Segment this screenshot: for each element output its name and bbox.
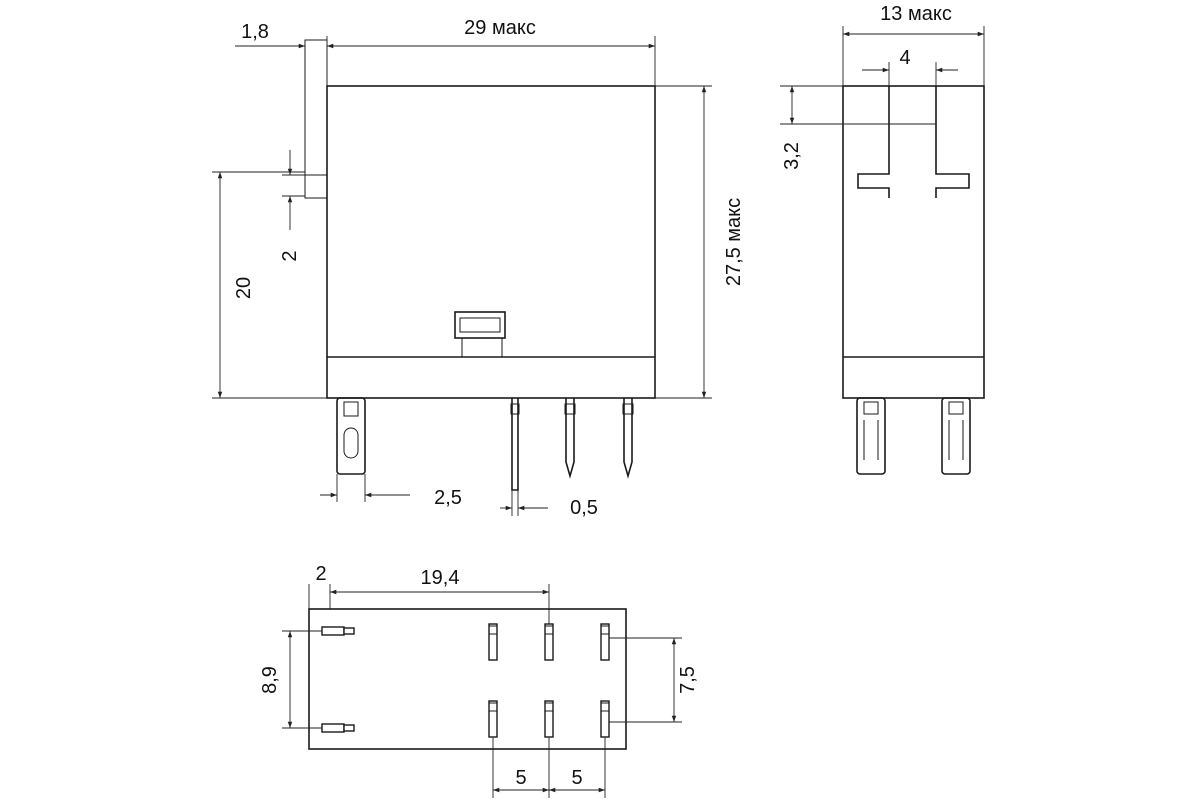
dim-body-height: 27,5 макс <box>655 85 745 399</box>
front-view: 13 макс 4 3,2 <box>780 3 985 475</box>
dim-side-pin-offset: 1,8 <box>235 21 305 49</box>
dim-bottom-col-spacing-b-label: 5 <box>571 767 582 789</box>
front-view-body <box>842 85 985 399</box>
dim-qc-terminal-width-label: 2,5 <box>434 487 462 509</box>
bottom-view: 19,4 2 8,9 7,5 5 5 <box>259 563 699 798</box>
dim-body-to-tab-label: 20 <box>233 277 255 299</box>
bottom-view-contact-pins <box>488 623 610 738</box>
side-view-body <box>326 85 656 399</box>
dim-bottom-edge-offset: 2 <box>308 563 327 609</box>
dim-bottom-coil-spacing-label: 8,9 <box>259 666 281 694</box>
dim-bottom-col-spacing-a-label: 5 <box>515 767 526 789</box>
side-view-latch-inner <box>459 317 501 333</box>
dim-qc-terminal-width: 2,5 <box>320 474 462 509</box>
side-view-latch-window <box>454 311 506 339</box>
bottom-view-body <box>308 608 627 750</box>
side-view-pcb-pins <box>510 398 634 491</box>
dim-tab-height-label: 2 <box>279 250 301 261</box>
dim-bottom-coil-spacing: 8,9 <box>259 630 322 729</box>
dim-front-width: 13 макс <box>842 3 985 86</box>
dim-bottom-edge-offset-label: 2 <box>315 563 326 585</box>
side-view: 29 макс 1,8 27,5 макс 20 2 <box>212 17 745 519</box>
dim-bottom-row-spacing: 7,5 <box>609 637 699 723</box>
dim-front-pin-offset: 3,2 <box>780 85 936 170</box>
dim-body-height-label: 27,5 макс <box>723 198 745 286</box>
side-view-latch-foot <box>461 337 503 358</box>
dim-bottom-pin-span-label: 19,4 <box>421 567 460 589</box>
dim-body-to-tab: 20 <box>212 171 327 399</box>
side-view-qc-terminal <box>336 397 366 475</box>
dim-pin-thickness: 0,5 <box>500 490 598 519</box>
dim-bottom-pin-span: 19,4 <box>329 567 550 624</box>
dim-pin-thickness-label: 0,5 <box>570 497 598 519</box>
dim-front-pin-offset-label: 3,2 <box>781 142 803 170</box>
bottom-view-coil-terminals <box>321 626 355 733</box>
dim-front-pin-spacing-label: 4 <box>899 47 910 69</box>
dim-front-pin-spacing: 4 <box>862 47 958 86</box>
front-view-contact-left <box>857 86 890 198</box>
front-view-contact-right <box>935 86 970 198</box>
front-view-pins <box>856 397 971 475</box>
dim-front-width-label: 13 макс <box>880 3 952 25</box>
dim-bottom-col-spacing: 5 5 <box>492 737 606 798</box>
dim-side-pin-offset-label: 1,8 <box>241 21 269 43</box>
dim-bottom-row-spacing-label: 7,5 <box>677 666 699 694</box>
dim-body-width-label: 29 макс <box>464 17 536 39</box>
dim-body-width: 29 макс <box>326 17 656 86</box>
side-view-left-strip <box>304 39 328 199</box>
dim-tab-height: 2 <box>279 150 305 262</box>
